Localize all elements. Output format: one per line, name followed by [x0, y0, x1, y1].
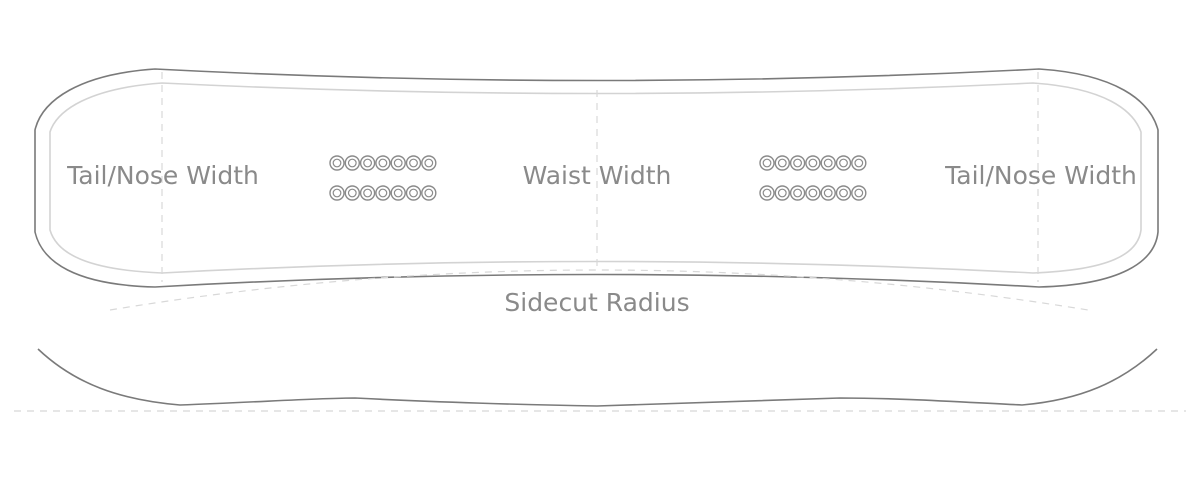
board-inner-edge [49, 82, 1142, 274]
insert-icon [774, 155, 790, 171]
board-side-profile [37, 348, 1158, 407]
insert-icon [820, 155, 836, 171]
insert-icon [405, 185, 422, 201]
insert-icon [329, 185, 345, 201]
insert-inner-ring [363, 188, 373, 198]
insert-outer-ring [405, 185, 422, 201]
insert-icon [789, 155, 806, 171]
insert-outer-ring [359, 185, 376, 201]
insert-inner-ring [409, 188, 418, 198]
insert-outer-ring [759, 185, 775, 201]
insert-inner-ring [424, 158, 434, 168]
insert-outer-ring [789, 155, 806, 171]
insert-icon [344, 155, 360, 171]
sidecut-radius-arc [109, 269, 1089, 311]
insert-outer-ring [835, 185, 852, 201]
insert-outer-ring [789, 185, 806, 201]
insert-inner-ring [393, 188, 403, 198]
insert-icon [359, 155, 376, 171]
insert-inner-ring [808, 188, 818, 198]
insert-icon [820, 185, 836, 201]
insert-outer-ring [805, 185, 821, 201]
insert-icon [375, 185, 391, 201]
insert-icon [329, 155, 345, 171]
insert-icon [405, 155, 422, 171]
insert-outer-ring [851, 155, 867, 171]
insert-outer-ring [329, 155, 345, 171]
insert-inner-ring [854, 158, 864, 168]
insert-icon [805, 155, 821, 171]
insert-icon [774, 185, 790, 201]
insert-inner-ring [808, 158, 818, 168]
insert-inner-ring [762, 158, 772, 168]
sidecut-radius-label: Sidecut Radius [504, 288, 689, 317]
insert-outer-ring [421, 185, 437, 201]
insert-inner-ring [409, 158, 418, 168]
insert-inner-ring [793, 188, 802, 198]
insert-inner-ring [424, 188, 434, 198]
insert-outer-ring [774, 155, 790, 171]
insert-icon [805, 185, 821, 201]
binding-inserts-right [759, 155, 867, 201]
insert-outer-ring [329, 185, 345, 201]
insert-inner-ring [332, 188, 342, 198]
insert-icon [759, 155, 775, 171]
insert-outer-ring [390, 185, 406, 201]
insert-icon [421, 185, 437, 201]
insert-outer-ring [820, 185, 836, 201]
nose-width-label: Tail/Nose Width [944, 161, 1137, 190]
insert-outer-ring [759, 155, 775, 171]
insert-outer-ring [344, 155, 360, 171]
insert-inner-ring [378, 158, 388, 168]
insert-outer-ring [359, 155, 376, 171]
insert-icon [851, 155, 867, 171]
insert-outer-ring [375, 185, 391, 201]
insert-outer-ring [344, 185, 360, 201]
insert-inner-ring [823, 188, 833, 198]
waist-width-label: Waist Width [523, 161, 672, 190]
board-outline [34, 68, 1159, 288]
insert-inner-ring [839, 188, 848, 198]
insert-icon [851, 185, 867, 201]
insert-inner-ring [347, 188, 357, 198]
insert-outer-ring [820, 155, 836, 171]
tail-width-label: Tail/Nose Width [66, 161, 259, 190]
insert-outer-ring [805, 155, 821, 171]
insert-inner-ring [363, 158, 373, 168]
insert-icon [390, 185, 406, 201]
insert-inner-ring [762, 188, 772, 198]
insert-inner-ring [378, 188, 388, 198]
insert-outer-ring [774, 185, 790, 201]
insert-inner-ring [777, 188, 787, 198]
insert-inner-ring [823, 158, 833, 168]
insert-inner-ring [347, 158, 357, 168]
insert-icon [835, 185, 852, 201]
insert-inner-ring [839, 158, 848, 168]
insert-inner-ring [854, 188, 864, 198]
insert-inner-ring [332, 158, 342, 168]
insert-inner-ring [777, 158, 787, 168]
binding-inserts-left [329, 155, 437, 201]
insert-outer-ring [390, 155, 406, 171]
insert-icon [390, 155, 406, 171]
insert-inner-ring [793, 158, 802, 168]
insert-outer-ring [405, 155, 422, 171]
insert-icon [759, 185, 775, 201]
insert-outer-ring [851, 185, 867, 201]
insert-icon [344, 185, 360, 201]
insert-icon [375, 155, 391, 171]
insert-outer-ring [835, 155, 852, 171]
insert-icon [835, 155, 852, 171]
insert-icon [359, 185, 376, 201]
insert-icon [421, 155, 437, 171]
insert-outer-ring [421, 155, 437, 171]
insert-inner-ring [393, 158, 403, 168]
insert-icon [789, 185, 806, 201]
insert-outer-ring [375, 155, 391, 171]
